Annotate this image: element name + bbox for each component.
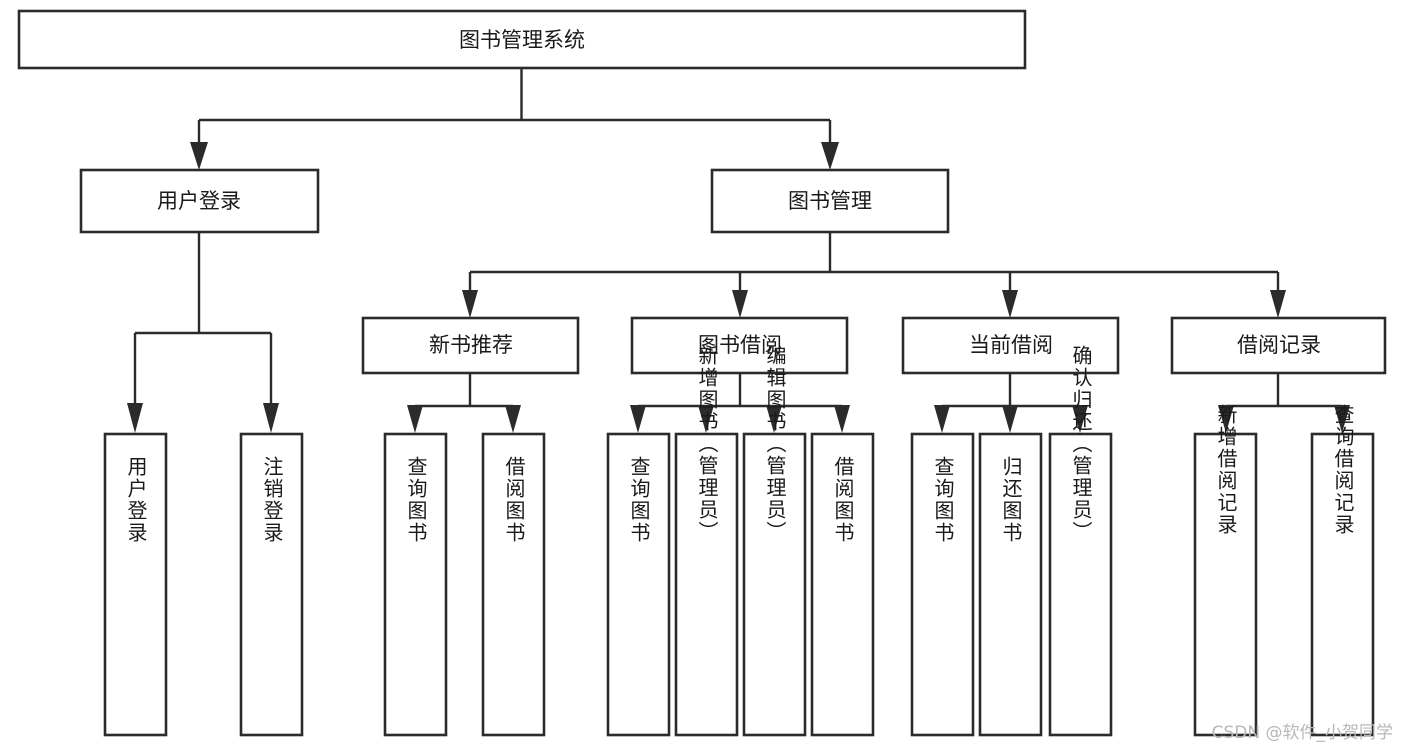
leaf-current-confirm-return[interactable]: 确认归还（管理员） [1048, 345, 1113, 737]
connector-layer [127, 68, 1350, 433]
leaf-user-login-login[interactable]: 用户登录 [103, 432, 168, 737]
leaf-current-return-book-box[interactable] [978, 432, 1043, 737]
arrowhead-leaf-user-login [127, 403, 143, 433]
node-current-borrow-box[interactable] [901, 316, 1120, 375]
node-current-borrow-label: 当前借阅 [969, 333, 1053, 357]
node-book-borrow-label: 图书借阅 [698, 333, 782, 357]
arrowhead-borrow-leaf3 [766, 405, 782, 433]
node-book-management-label: 图书管理 [788, 189, 872, 213]
arrowhead-book-borrow [732, 290, 748, 318]
arrowhead-new-book-recommend [462, 290, 478, 318]
leaf-user-login-login-label: 用户登录 [124, 456, 148, 544]
node-book-borrow[interactable]: 图书借阅 [630, 316, 849, 375]
leaf-current-confirm-return-label: 确认归还（管理员） [1069, 345, 1093, 543]
arrowhead-book-mgmt [821, 142, 839, 170]
leaf-recommend-borrow-book-box[interactable] [481, 432, 546, 737]
leaf-record-add-record-box[interactable] [1193, 432, 1258, 737]
leaf-current-return-book-label: 归还图书 [999, 456, 1023, 544]
leaf-current-confirm-return-box[interactable] [1048, 432, 1113, 737]
node-borrow-record[interactable]: 借阅记录 [1170, 316, 1387, 375]
leaf-user-login-login-box[interactable] [103, 432, 168, 737]
leaf-user-login-logout-box[interactable] [239, 432, 304, 737]
arrowhead-borrow-leaf4 [834, 405, 850, 433]
arrowhead-record-leaf2 [1334, 405, 1350, 433]
arrowhead-current-borrow [1002, 290, 1018, 318]
arrowhead-current-leaf2 [1002, 405, 1018, 433]
leaf-borrow-add-book-box[interactable] [674, 432, 739, 737]
leaf-recommend-borrow-book[interactable]: 借阅图书 [481, 432, 546, 737]
leaf-recommend-borrow-book-label: 借阅图书 [502, 456, 526, 544]
node-borrow-record-label: 借阅记录 [1237, 333, 1321, 357]
leaf-borrow-borrow-book[interactable]: 借阅图书 [810, 432, 875, 737]
leaf-record-add-record-label: 新增借阅记录 [1214, 404, 1238, 536]
node-new-book-recommend[interactable]: 新书推荐 [361, 316, 580, 375]
arrowhead-recommend-leaf2 [505, 405, 521, 433]
leaf-user-login-logout-label: 注销登录 [260, 456, 284, 544]
node-new-book-recommend-box[interactable] [361, 316, 580, 375]
arrowhead-leaf-logout [263, 403, 279, 433]
arrowhead-user-login [190, 142, 208, 170]
leaf-record-query-record[interactable]: 查询借阅记录 [1310, 404, 1375, 737]
leaf-borrow-query-book[interactable]: 查询图书 [606, 432, 671, 737]
node-book-management[interactable]: 图书管理 [710, 168, 950, 234]
leaf-borrow-edit-book-box[interactable] [742, 432, 807, 737]
leaf-recommend-query-book-box[interactable] [383, 432, 448, 737]
leaf-recommend-query-book[interactable]: 查询图书 [383, 432, 448, 737]
leaf-borrow-add-book[interactable]: 新增图书（管理员） [674, 345, 739, 737]
node-root-label: 图书管理系统 [459, 28, 585, 52]
arrowhead-recommend-leaf1 [407, 405, 423, 433]
leaf-record-query-record-box[interactable] [1310, 432, 1375, 737]
node-book-borrow-box[interactable] [630, 316, 849, 375]
arrowhead-record-leaf1 [1218, 405, 1234, 433]
node-user-login-label: 用户登录 [157, 189, 241, 213]
leaf-borrow-edit-book-label: 编辑图书（管理员） [763, 345, 787, 543]
leaf-record-query-record-label: 查询借阅记录 [1331, 404, 1355, 536]
node-user-login-box[interactable] [79, 168, 320, 234]
arrowhead-borrow-leaf1 [630, 405, 646, 433]
leaf-borrow-add-book-label: 新增图书（管理员） [695, 345, 719, 543]
leaf-current-query-book[interactable]: 查询图书 [910, 432, 975, 737]
leaf-borrow-query-book-label: 查询图书 [627, 456, 651, 544]
leaf-current-query-book-label: 查询图书 [931, 456, 955, 544]
leaf-user-login-logout[interactable]: 注销登录 [239, 432, 304, 737]
node-root[interactable]: 图书管理系统 [17, 9, 1027, 70]
node-new-book-recommend-label: 新书推荐 [429, 333, 513, 357]
leaf-recommend-query-book-label: 查询图书 [404, 456, 428, 544]
node-book-management-box[interactable] [710, 168, 950, 234]
leaf-current-query-book-box[interactable] [910, 432, 975, 737]
arrowhead-borrow-record [1270, 290, 1286, 318]
leaf-borrow-borrow-book-box[interactable] [810, 432, 875, 737]
arrowhead-current-leaf3 [1072, 405, 1088, 433]
leaf-borrow-borrow-book-label: 借阅图书 [831, 456, 855, 544]
arrowhead-current-leaf1 [934, 405, 950, 433]
node-borrow-record-box[interactable] [1170, 316, 1387, 375]
node-current-borrow[interactable]: 当前借阅 [901, 316, 1120, 375]
leaf-borrow-query-book-box[interactable] [606, 432, 671, 737]
arrowhead-borrow-leaf2 [698, 405, 714, 433]
node-user-login[interactable]: 用户登录 [79, 168, 320, 234]
leaf-borrow-edit-book[interactable]: 编辑图书（管理员） [742, 345, 807, 737]
leaf-record-add-record[interactable]: 新增借阅记录 [1193, 404, 1258, 737]
node-root-box[interactable] [17, 9, 1027, 70]
leaf-current-return-book[interactable]: 归还图书 [978, 432, 1043, 737]
